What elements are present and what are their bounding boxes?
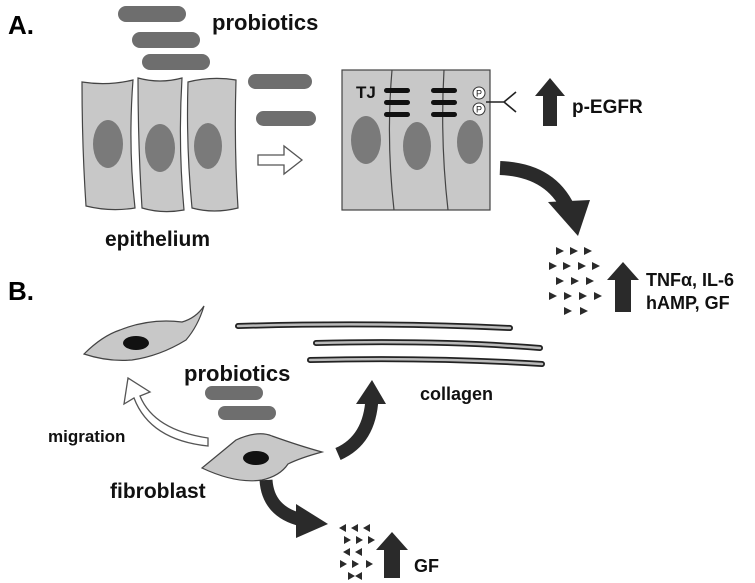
cytokines-line1: TNFα, IL-6 bbox=[646, 270, 734, 290]
nucleus bbox=[351, 116, 381, 164]
probiotics-label-b: probiotics bbox=[184, 361, 290, 386]
up-arrow-icon bbox=[376, 532, 408, 578]
nucleus bbox=[243, 451, 269, 465]
cytokines-line2: hAMP, GF bbox=[646, 293, 730, 313]
panel-b-label: B. bbox=[8, 276, 34, 306]
phospho-circle bbox=[472, 102, 486, 116]
tj-bar bbox=[384, 112, 410, 117]
migrated-fibroblast bbox=[82, 305, 205, 361]
gf-label: GF bbox=[414, 556, 439, 576]
tj-bar bbox=[431, 112, 457, 117]
up-arrow-icon bbox=[607, 262, 639, 312]
probiotics-bacteria-group-a bbox=[118, 6, 316, 126]
bacterium-rod bbox=[256, 111, 316, 126]
collagen-fibers bbox=[235, 321, 545, 367]
nucleus bbox=[123, 336, 149, 350]
migration-arrow-icon bbox=[123, 376, 209, 447]
migration-label: migration bbox=[48, 427, 125, 446]
bacterium-rod bbox=[218, 406, 276, 420]
epithelium-nuclei bbox=[93, 120, 222, 172]
curved-arrow-icon bbox=[259, 479, 328, 538]
tj-bar bbox=[384, 100, 410, 105]
probiotics-label-a: probiotics bbox=[212, 10, 318, 35]
nucleus bbox=[93, 120, 123, 168]
nucleus bbox=[145, 124, 175, 172]
bacterium-rod bbox=[132, 32, 200, 48]
collagen-label: collagen bbox=[420, 384, 493, 404]
fibroblast-cell bbox=[200, 433, 325, 482]
nucleus bbox=[194, 123, 222, 169]
egfr-receptor-icon: P P bbox=[472, 86, 517, 116]
probiotics-bacteria-group-b bbox=[205, 386, 276, 420]
curved-arrow-icon bbox=[335, 380, 386, 460]
tj-bar bbox=[431, 88, 457, 93]
panel-a-label: A. bbox=[8, 10, 34, 40]
tj-label: TJ bbox=[356, 83, 376, 102]
curved-arrow-icon bbox=[499, 161, 590, 236]
bacterium-rod bbox=[205, 386, 263, 400]
secreted-factors-b bbox=[339, 524, 375, 580]
phospho-label: P bbox=[476, 105, 482, 115]
up-arrow-icon bbox=[535, 78, 565, 126]
pegfr-label: p-EGFR bbox=[572, 97, 643, 118]
fibroblast-label: fibroblast bbox=[110, 480, 206, 503]
phospho-label: P bbox=[476, 89, 482, 99]
treated-epithelium: P P bbox=[341, 69, 517, 211]
cell-boundary bbox=[442, 69, 449, 211]
bacterium-rod bbox=[248, 74, 312, 89]
bacterium-rod bbox=[142, 54, 210, 70]
cell-boundary bbox=[388, 69, 395, 211]
transition-arrow-icon bbox=[257, 144, 304, 176]
tj-bar bbox=[384, 88, 410, 93]
tj-bar bbox=[431, 100, 457, 105]
nucleus bbox=[457, 120, 483, 164]
nucleus bbox=[403, 122, 431, 170]
tight-junction-bars bbox=[384, 88, 457, 117]
secreted-factors-a bbox=[549, 247, 602, 315]
phospho-circle bbox=[472, 86, 486, 100]
bacterium-rod bbox=[118, 6, 186, 22]
epithelium-label: epithelium bbox=[105, 228, 210, 251]
